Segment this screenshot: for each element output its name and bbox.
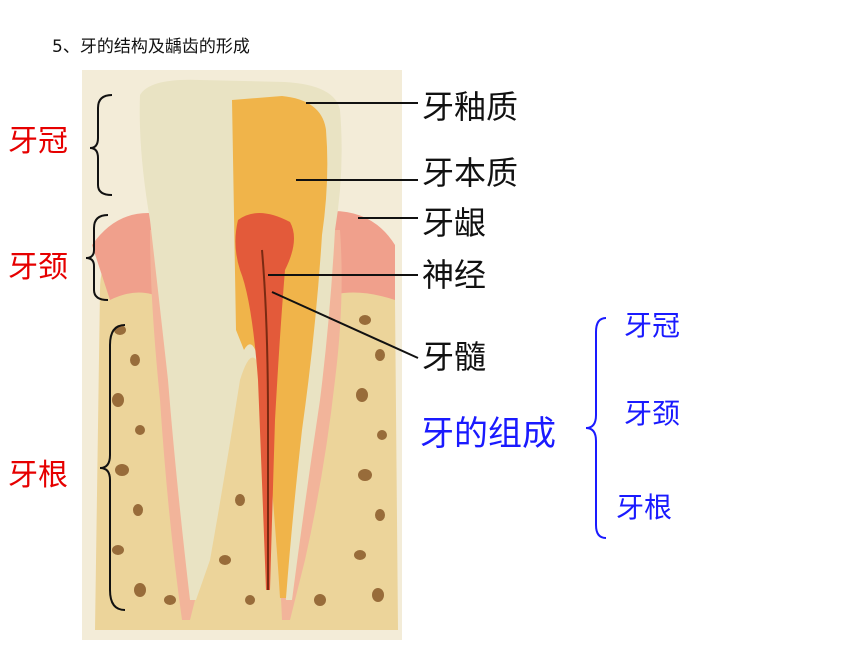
region-label-root: 牙根 xyxy=(8,458,68,493)
composition-item-root: 牙根 xyxy=(616,491,673,524)
composition-item-crown: 牙冠 xyxy=(624,309,681,342)
nerve-line xyxy=(261,249,269,590)
composition-brace xyxy=(585,317,607,539)
bone-pores xyxy=(112,315,387,606)
part-label-dentin: 牙本质 xyxy=(422,154,519,192)
leader-lines xyxy=(268,102,419,359)
region-braces xyxy=(85,94,126,611)
part-label-enamel: 牙釉质 xyxy=(422,88,519,126)
composition-item-neck: 牙颈 xyxy=(624,397,681,430)
slide-title: 5、牙的结构及龋齿的形成 xyxy=(52,37,250,57)
part-label-nerve: 神经 xyxy=(422,256,487,294)
composition-title: 牙的组成 xyxy=(420,414,556,454)
region-label-crown: 牙冠 xyxy=(8,124,68,159)
part-label-gum: 牙龈 xyxy=(422,204,487,242)
tooth-pulp xyxy=(235,212,294,590)
part-label-pulp: 牙髓 xyxy=(422,338,487,376)
region-label-neck: 牙颈 xyxy=(8,250,68,285)
gum-left xyxy=(92,213,165,300)
